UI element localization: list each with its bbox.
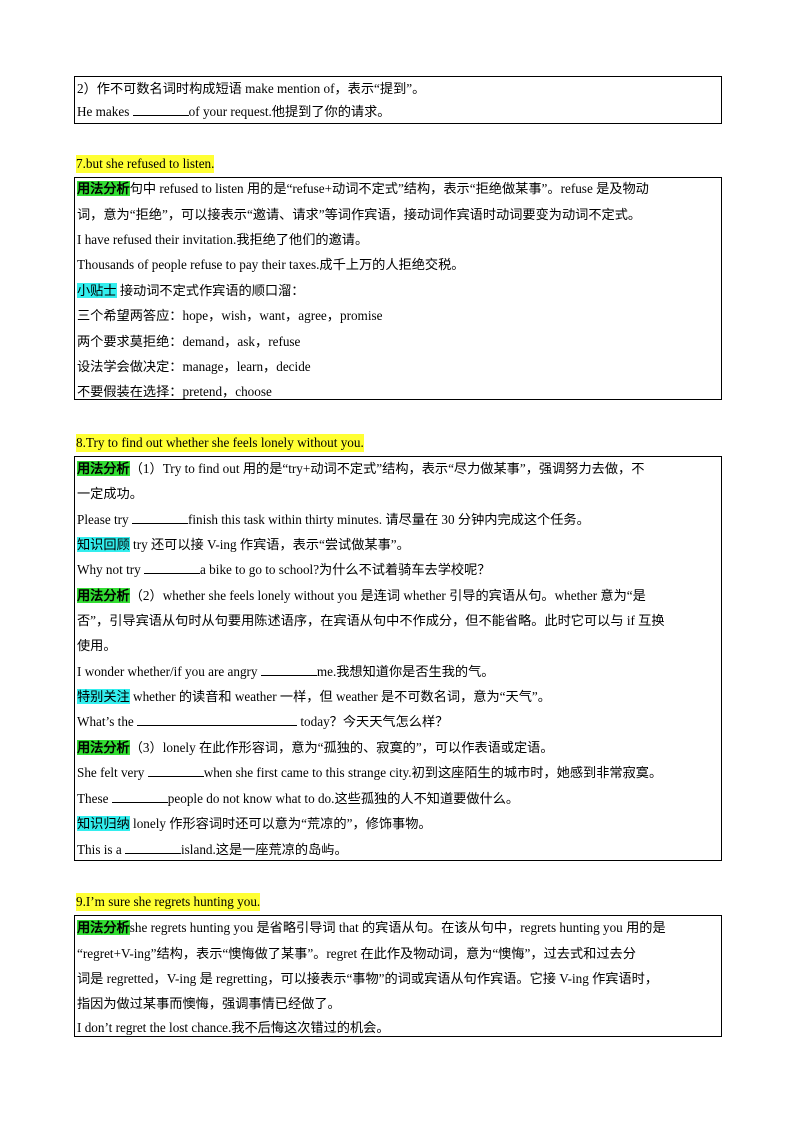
text-line: 不要假装在选择：pretend，choose: [77, 384, 272, 399]
fill-blank[interactable]: [111, 790, 168, 803]
box-mention: 2）作不可数名词时构成短语 make mention of，表示“提到”。 He…: [74, 76, 722, 124]
text-line: 知识回顾 try 还可以接 V-ing 作宾语，表示“尝试做某事”。: [77, 537, 410, 552]
tag-knowledge-review: 知识回顾: [77, 537, 130, 552]
text-line: 特别关注 whether 的读音和 weather 一样，但 weather 是…: [77, 689, 551, 704]
example-line: Why not try a bike to go to school?为什么不试…: [77, 561, 491, 577]
box-refuse: 用法分析句中 refused to listen 用的是“refuse+动词不定…: [74, 177, 722, 400]
text-line: 设法学会做决定：manage，learn，decide: [77, 359, 311, 374]
tag-usage-analysis: 用法分析: [77, 181, 130, 196]
text-line: 小贴士 接动词不定式作宾语的顺口溜：: [77, 283, 305, 298]
example-line: These people do not know what to do.这些孤独…: [77, 790, 520, 806]
tag-usage-analysis: 用法分析: [77, 920, 130, 935]
fill-blank[interactable]: [125, 841, 181, 854]
tag-usage-analysis: 用法分析: [77, 740, 130, 755]
text-line: 知识归纳 lonely 作形容词时还可以意为“荒凉的”，修饰事物。: [77, 816, 432, 831]
text-line: 三个希望两答应：hope，wish，want，agree，promise: [77, 308, 383, 323]
example-line: She felt very when she first came to thi…: [77, 764, 663, 780]
section-heading-9: 9.I’m sure she regrets hunting you.: [76, 893, 261, 911]
fill-blank[interactable]: [131, 511, 188, 524]
tag-tip: 小贴士: [77, 283, 117, 298]
example-line: What’s the today？今天天气怎么样？: [77, 713, 449, 729]
tag-special-attention: 特别关注: [77, 689, 130, 704]
example-line: I wonder whether/if you are angry me.我想知…: [77, 663, 495, 679]
example-line: This is a island.这是一座荒凉的岛屿。: [77, 841, 348, 857]
fill-blank[interactable]: [137, 713, 298, 726]
example-line: Thousands of people refuse to pay their …: [77, 257, 465, 272]
fill-blank[interactable]: [144, 561, 201, 574]
text-line: 使用。: [77, 638, 117, 653]
tag-knowledge-summary: 知识归纳: [77, 816, 130, 831]
box-try-whether-lonely: 用法分析（1）Try to find out 用的是“try+动词不定式”结构，…: [74, 456, 722, 861]
example-line: Please try finish this task within thirt…: [77, 511, 590, 527]
text-line: 用法分析（2）whether she feels lonely without …: [77, 588, 646, 603]
example-line: I have refused their invitation.我拒绝了他们的邀…: [77, 232, 369, 247]
text-line: 指因为做过某事而懊悔，强调事情已经做了。: [77, 996, 341, 1011]
tag-usage-analysis: 用法分析: [77, 461, 130, 476]
text-line: 用法分析（1）Try to find out 用的是“try+动词不定式”结构，…: [77, 461, 645, 476]
text-line: 用法分析（3）lonely 在此作形容词，意为“孤独的、寂寞的”，可以作表语或定…: [77, 740, 554, 755]
fill-blank[interactable]: [147, 764, 204, 777]
text-line: 2）作不可数名词时构成短语 make mention of，表示“提到”。: [77, 81, 426, 96]
fill-blank[interactable]: [260, 663, 317, 676]
section-heading-8: 8.Try to find out whether she feels lone…: [76, 434, 364, 452]
text-line: 用法分析句中 refused to listen 用的是“refuse+动词不定…: [77, 181, 649, 196]
example-line: I don’t regret the lost chance.我不后悔这次错过的…: [77, 1020, 390, 1035]
text-line: 用法分析she regrets hunting you 是省略引导词 that …: [77, 920, 666, 935]
text-line: “regret+V-ing”结构，表示“懊悔做了某事”。regret 在此作及物…: [77, 946, 636, 961]
text-line: 词，意为“拒绝”，可以接表示“邀请、请求”等词作宾语，接动词作宾语时动词要变为动…: [77, 207, 642, 222]
fill-blank[interactable]: [132, 103, 189, 116]
box-regret: 用法分析she regrets hunting you 是省略引导词 that …: [74, 915, 722, 1037]
text-line: 两个要求莫拒绝：demand，ask，refuse: [77, 334, 301, 349]
text-line: 否”，引导宾语从句时从句要用陈述语序，在宾语从句中不作成分，但不能省略。此时它可…: [77, 613, 665, 628]
example-line: He makes of your request.他提到了你的请求。: [77, 103, 391, 119]
section-heading-7: 7.but she refused to listen.: [76, 155, 215, 173]
text-line: 一定成功。: [77, 486, 143, 501]
tag-usage-analysis: 用法分析: [77, 588, 130, 603]
text-line: 词是 regretted，V-ing 是 regretting，可以接表示“事物…: [77, 971, 659, 986]
